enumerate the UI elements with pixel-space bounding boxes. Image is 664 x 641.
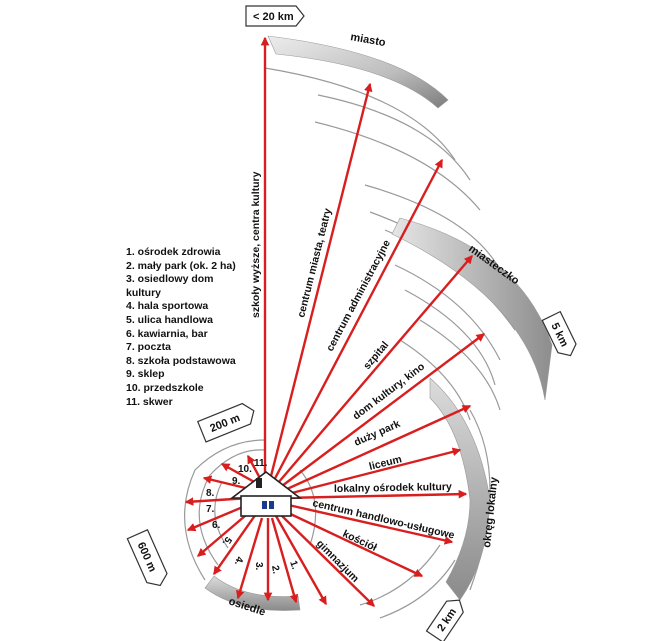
legend-item-4: 4. hala sportowa (126, 300, 209, 313)
num-8: 8. (206, 488, 215, 499)
house-icon (229, 470, 303, 517)
num-11: 11. (254, 458, 268, 469)
legend-item-5: 5. ulica handlowa (126, 313, 213, 326)
label-kosciol: kościół (341, 528, 379, 554)
arrow-kosciol (281, 508, 424, 578)
band-osiedle (204, 575, 301, 611)
distance-tag-600m: 600 m (126, 528, 168, 587)
arrow-duzy-park (275, 404, 472, 496)
arrow-centrum-miasta (266, 82, 373, 489)
legend-item-10: 10. przedszkole (126, 381, 204, 394)
num-6: 6. (212, 520, 221, 531)
legend-item-6: 6. kawiarnia, bar (126, 327, 208, 340)
legend-item-7: 7. poczta (126, 341, 171, 354)
label-szkoly: szkoły wyższe, centra kultury (250, 171, 262, 318)
num-7: 7. (206, 504, 215, 515)
label-dom-kultury: dom kultury, kino (351, 361, 427, 423)
legend-item-8: 8. szkoła podstawowa (126, 354, 236, 367)
label-lokalny: lokalny ośrodek kultury (334, 481, 452, 495)
arrow-liceum (279, 447, 462, 498)
num-10: 10. (238, 464, 252, 475)
legend-item-9: 9. sklep (126, 368, 165, 381)
distance-tag-2km: 2 km (425, 599, 464, 641)
num-1: 1. (287, 559, 300, 571)
legend-item-2: 2. mały park (ok. 2 ha) (126, 259, 236, 272)
arrow-n5 (213, 513, 257, 576)
label-centrum-admin: centrum administracyjne (324, 238, 393, 354)
num-4: 4. (232, 555, 245, 566)
label-duzy-park: duży park (352, 418, 402, 449)
arrow-n4 (235, 517, 264, 600)
distance-20km-text: < 20 km (253, 11, 294, 23)
arrow-n10 (220, 462, 259, 486)
arrow-n2 (270, 517, 299, 604)
arrow-gimnazjum (279, 513, 375, 607)
distance-tag-200m: 200 m (196, 402, 255, 443)
num-2: 2. (269, 565, 281, 575)
distance-tag-5km: 5 km (541, 310, 577, 357)
arrows (184, 36, 486, 607)
arrow-n1 (274, 515, 328, 606)
arrow-centrum-admin (268, 158, 444, 489)
zone-miasto: miasto (349, 31, 386, 49)
arrow-n6 (197, 509, 253, 557)
legend-item-11: 11. skwer (126, 395, 173, 408)
distance-tag-20km: < 20 km (245, 5, 305, 27)
legend-item-1: 1. ośrodek zdrowia (126, 246, 221, 258)
inner-rings (184, 439, 317, 581)
legend-list: 1. ośrodek zdrowia 2. mały park (ok. 2 h… (126, 246, 246, 409)
band-miasteczko (391, 217, 553, 401)
arrow-numbers: 1. 2. 3. 4. 5. 6. 7. 8. 9. 10. 11. (206, 458, 300, 575)
arrow-szpital (271, 255, 473, 491)
arrow-lokalny (283, 489, 468, 500)
legend-item-3: 3. osiedlowy dom kultury (126, 273, 214, 299)
arrow-dom-kultury (273, 333, 486, 493)
num-3: 3. (253, 562, 264, 571)
arrow-n7 (186, 502, 251, 532)
num-9: 9. (232, 476, 241, 487)
band-miasto (267, 35, 449, 109)
arrow-centrum-handlowe (283, 502, 454, 545)
